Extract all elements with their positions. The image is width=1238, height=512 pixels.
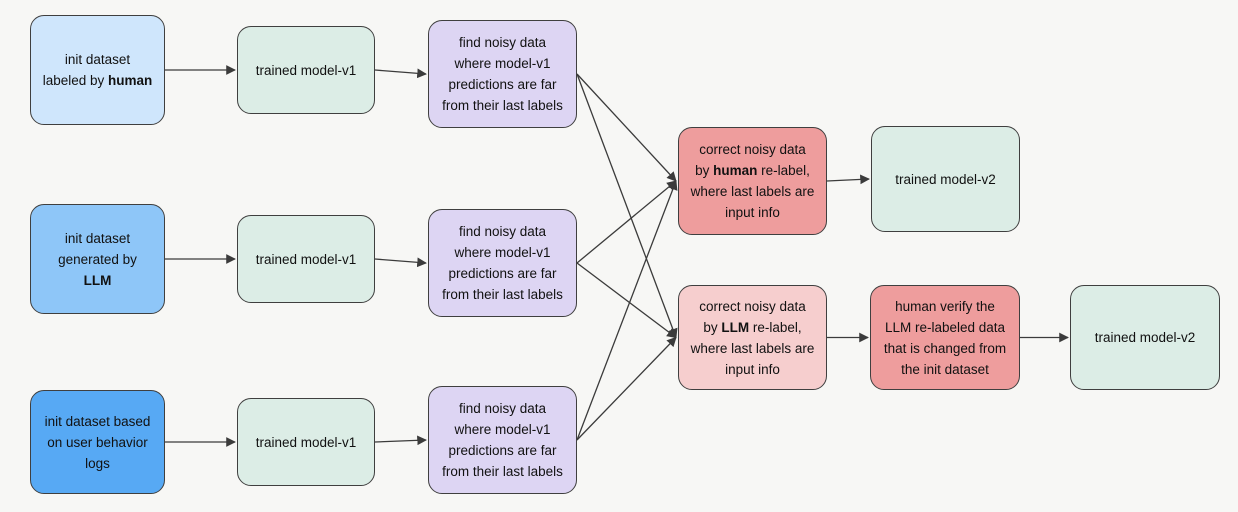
edge-arrow-noisy_bottom-to-correct_human <box>576 180 678 441</box>
edge-arrow-trained_v1_top-to-noisy_top <box>374 68 427 79</box>
node-label: trained model-v2 <box>895 171 996 187</box>
node-trained-model-v1-bottom: trained model-v1 <box>237 398 375 486</box>
node-trained-model-v1-top: trained model-v1 <box>237 26 375 114</box>
edge-arrow-trained_v1_mid-to-noisy_mid <box>374 257 427 268</box>
node-label: trained model-v1 <box>255 62 357 78</box>
edge-arrow-correct_human-to-trained_v2_top <box>826 174 870 185</box>
node-trained-model-v2-bottom: trained model-v2 <box>1070 285 1220 390</box>
node-trained-model-v2-top: trained model-v2 <box>871 126 1020 232</box>
edge-arrow-noisy_mid-to-correct_llm <box>576 262 677 339</box>
edge-arrow-noisy_top-to-correct_llm <box>576 73 678 339</box>
edge-arrow-noisy_bottom-to-correct_llm <box>576 336 677 441</box>
node-trained-model-v1-middle: trained model-v1 <box>237 215 375 303</box>
node-label: trained model-v2 <box>1094 330 1196 345</box>
node-label: trained model-v1 <box>255 434 357 450</box>
edge-arrow-noisy_mid-to-correct_human <box>576 180 677 264</box>
node-label: trained model-v1 <box>255 251 357 267</box>
edge-arrow-trained_v1_bottom-to-noisy_bottom <box>374 435 427 446</box>
edge-arrow-noisy_top-to-correct_human <box>576 73 677 182</box>
